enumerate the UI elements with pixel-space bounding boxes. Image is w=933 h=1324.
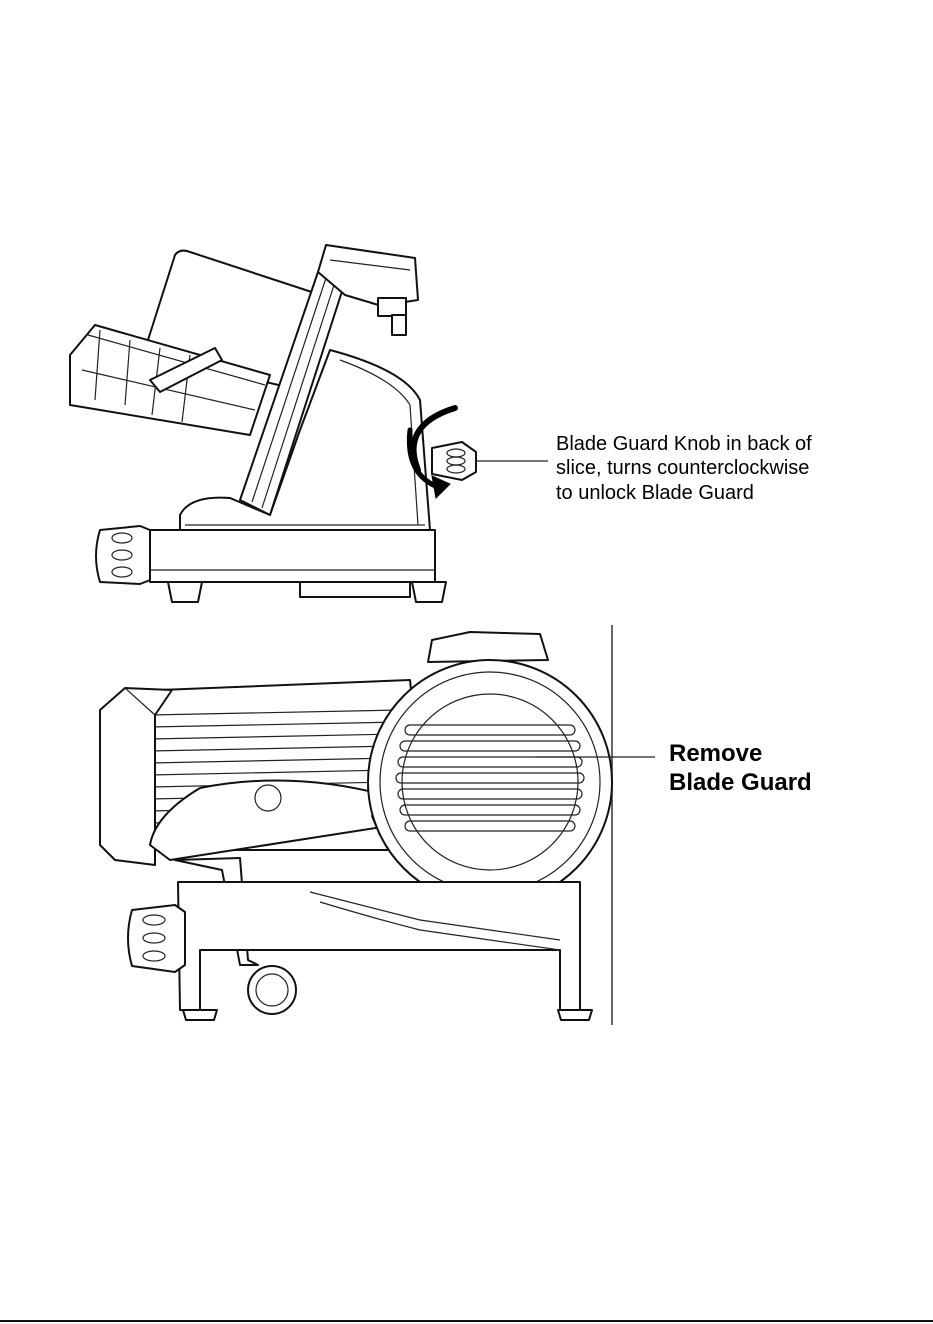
- rear-foot: [412, 582, 446, 602]
- thickness-knob: [96, 526, 150, 584]
- page-bottom-rule: [0, 1320, 933, 1322]
- carriage-pivot: [248, 966, 296, 1014]
- slicer-base: [150, 530, 435, 582]
- slicer-front-view-drawing: [0, 620, 933, 1030]
- slicer-base-front: [178, 882, 580, 1010]
- slicer-side-view-drawing: [0, 230, 933, 620]
- sharpener-screw: [392, 315, 406, 335]
- thickness-knob-front: [128, 905, 185, 972]
- front-foot-left: [183, 1010, 217, 1020]
- callout-knob-line-2: slice, turns counterclockwise: [556, 456, 856, 480]
- blade-guard-knob: [432, 442, 476, 480]
- callout-remove-line-2: Blade Guard: [669, 768, 812, 797]
- callout-remove-line-1: Remove: [669, 739, 812, 768]
- blade-guard-top: [428, 632, 548, 662]
- front-foot: [168, 582, 202, 602]
- callout-knob-line-1: Blade Guard Knob in back of: [556, 432, 856, 456]
- callout-knob-line-3: to unlock Blade Guard: [556, 481, 856, 505]
- slicer-side-view-figure: [0, 230, 933, 620]
- front-foot-right: [558, 1010, 592, 1020]
- base-tray: [300, 582, 410, 597]
- remove-blade-guard-callout: Remove Blade Guard: [669, 739, 812, 798]
- sharpener-bracket: [378, 298, 406, 316]
- slicer-front-view-figure: [0, 620, 933, 1030]
- blade-guard: [368, 632, 612, 904]
- blade-guard-knob-callout: Blade Guard Knob in back of slice, turns…: [556, 432, 856, 505]
